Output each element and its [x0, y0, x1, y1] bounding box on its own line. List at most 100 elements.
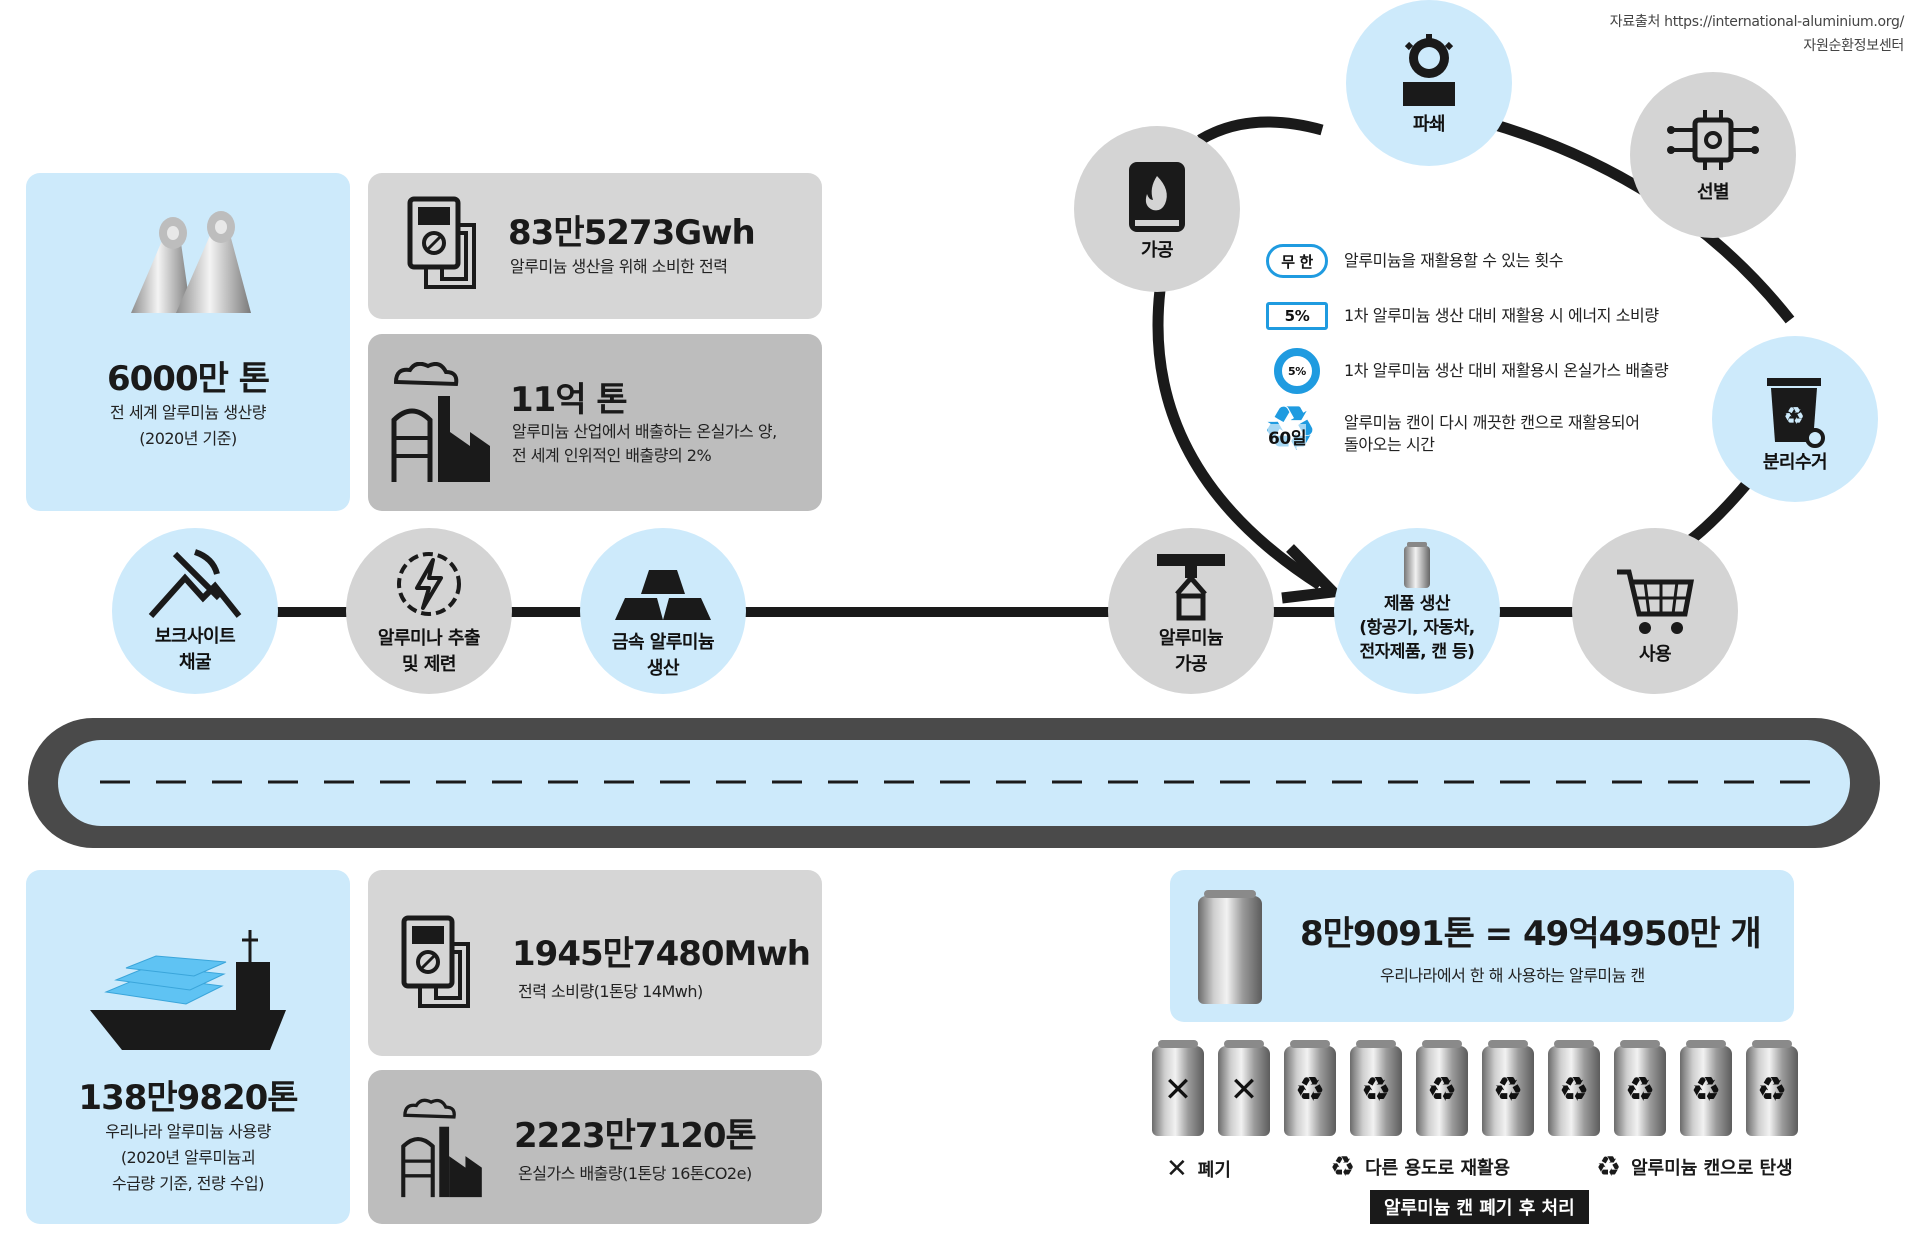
recycle-icon: ♻ — [1294, 1070, 1326, 1110]
world-power-panel: 83만5273Gwh 알루미늄 생산을 위해 소비한 전력 — [368, 173, 822, 319]
power-icon — [397, 552, 461, 616]
step-label: 알루미늄 가공 — [1158, 628, 1224, 675]
korea-ghg-caption: 온실가스 배출량(1톤당 16톤CO2e) — [518, 1164, 752, 1183]
can-image — [1198, 890, 1262, 1004]
svg-text:♻: ♻ — [1783, 402, 1805, 430]
can-stat-value: 8만9091톤 = 49억4950만 개 — [1300, 914, 1762, 954]
battery-badge: 5% — [1266, 302, 1328, 330]
korea-power-panel: 1945만7480Mwh 전력 소비량(1톤당 14Mwh) — [368, 870, 822, 1056]
legend-text: 알루미늄 캔이 다시 깨끗한 캔으로 재활용되어 돌아오는 시간 — [1344, 413, 1640, 454]
recycled-can: ♻ — [1548, 1040, 1600, 1136]
legend-60days: ♻ 60일 알루미늄 캔이 다시 깨끗한 캔으로 재활용되어 돌아오는 시간 — [1262, 394, 1640, 464]
korea-power-value: 1945만7480Mwh — [512, 934, 811, 974]
can-legend-text: 폐기 — [1197, 1160, 1231, 1181]
korea-ghg-panel: 2223만7120톤 온실가스 배출량(1톤당 16톤CO2e) — [368, 1070, 822, 1224]
recycle-icon: ♻ — [1492, 1070, 1524, 1110]
recycle-icon: ♻ — [1596, 1150, 1622, 1183]
factory-icon — [391, 362, 490, 482]
power-meter-icon — [407, 196, 476, 289]
world-production-value: 6000만 톤 — [106, 359, 270, 399]
discarded-can: ✕ — [1218, 1040, 1270, 1136]
korea-ghg-value: 2223만7120톤 — [514, 1116, 757, 1156]
source-note: 자료출처 https://international-aluminium.org… — [1610, 10, 1905, 58]
step-product-manufacturing: 제품 생산 (항공기, 자동차, 전자제품, 캔 등) — [1334, 528, 1500, 694]
world-ghg-value: 11억 톤 — [510, 380, 628, 420]
cycle-processing: 가공 — [1074, 126, 1240, 292]
infinity-badge: 무 한 — [1266, 244, 1328, 278]
cycle-label: 가공 — [1140, 240, 1174, 261]
power-meter-icon — [401, 915, 470, 1008]
cycle-label: 선별 — [1696, 182, 1730, 203]
recycled-can: ♻ — [1614, 1040, 1666, 1136]
step-use: 사용 — [1572, 528, 1738, 694]
cycle-separate-collection: ♻ 분리수거 — [1712, 336, 1878, 502]
cycle-sorting: 선별 — [1630, 72, 1796, 238]
recycled-can: ♻ — [1350, 1040, 1402, 1136]
x-mark-icon: ✕ — [1163, 1070, 1193, 1110]
world-production-panel: 6000만 톤 전 세계 알루미늄 생산량 (2020년 기준) — [26, 173, 350, 511]
step-label: 제품 생산 (항공기, 자동차, 전자제품, 캔 등) — [1359, 594, 1475, 662]
can-stat-caption: 우리나라에서 한 해 사용하는 알루미늄 캔 — [1380, 966, 1645, 985]
korea-usage-caption-basis: (2020년 알루미늄괴 — [120, 1148, 256, 1167]
ingot-icon — [615, 570, 711, 620]
can-legend-discard: ✕ 폐기 — [1166, 1154, 1231, 1184]
recycle-icon: ♻ — [1426, 1070, 1458, 1110]
korea-usage-panel: 138만9820톤 우리나라 알루미늄 사용량 (2020년 알루미늄괴 수급량… — [26, 870, 350, 1224]
recycle-icon: ♻ — [1558, 1070, 1590, 1110]
donut-badge: 5% — [1266, 348, 1328, 394]
aluminium-roll-icon — [131, 211, 251, 313]
korea-usage-value: 138만9820톤 — [78, 1078, 298, 1118]
legend-infinite: 무 한 알루미늄을 재활용할 수 있는 횟수 — [1266, 244, 1564, 278]
source-org: 자원순환정보센터 — [1803, 38, 1904, 54]
shredder-icon — [1403, 34, 1455, 106]
world-power-value: 83만5273Gwh — [508, 213, 756, 253]
legend-energy: 5% 1차 알루미늄 생산 대비 재활용 시 에너지 소비량 — [1266, 302, 1659, 330]
recycle-icon: ♻ — [1756, 1070, 1788, 1110]
step-label: 보크사이트 채굴 — [154, 626, 236, 673]
recycled-can: ♻ — [1482, 1040, 1534, 1136]
korea-power-caption: 전력 소비량(1톤당 14Mwh) — [518, 982, 703, 1001]
step-aluminium-processing: 알루미늄 가공 — [1108, 528, 1274, 694]
recycled-can: ♻ — [1680, 1040, 1732, 1136]
can-legend-other-recycle: ♻ 다른 용도로 재활용 — [1330, 1150, 1510, 1183]
can-legend-text: 알루미늄 캔으로 탄생 — [1631, 1157, 1793, 1179]
cycle-label: 파쇄 — [1412, 114, 1446, 135]
step-label: 사용 — [1638, 644, 1672, 665]
step-bauxite-mining: 보크사이트 채굴 — [112, 528, 278, 694]
legend-text: 1차 알루미늄 생산 대비 재활용 시 에너지 소비량 — [1344, 306, 1659, 325]
recycle-icon: ♻ — [1690, 1070, 1722, 1110]
can-disposal-title: 알루미늄 캔 폐기 후 처리 — [1370, 1190, 1589, 1224]
furnace-icon — [1129, 162, 1185, 232]
cart-icon — [1617, 569, 1695, 634]
cargo-ship-icon — [90, 930, 286, 1050]
recycle-bin-icon: ♻ — [1767, 378, 1825, 448]
world-ghg-caption-share: 전 세계 인위적인 배출량의 2% — [512, 446, 712, 465]
x-mark-icon: ✕ — [1166, 1154, 1188, 1184]
can-usage-panel: 8만9091톤 = 49억4950만 개 우리나라에서 한 해 사용하는 알루미… — [1170, 870, 1794, 1022]
recycle-60-badge: ♻ 60일 — [1262, 394, 1328, 464]
recycle-icon: ♻ — [1624, 1070, 1656, 1110]
step-label: 금속 알루미늄 생산 — [611, 632, 715, 679]
step-metal-production: 금속 알루미늄 생산 — [580, 528, 746, 694]
can-legend-new-can: ♻ 알루미늄 캔으로 탄생 — [1596, 1150, 1793, 1183]
crane-icon — [1157, 554, 1225, 621]
legend-text: 알루미늄을 재활용할 수 있는 횟수 — [1344, 251, 1564, 270]
can-legend-text: 다른 용도로 재활용 — [1365, 1157, 1511, 1179]
recycled-can: ♻ — [1416, 1040, 1468, 1136]
legend-text: 1차 알루미늄 생산 대비 재활용시 온실가스 배출량 — [1344, 361, 1669, 380]
discarded-can: ✕ — [1152, 1040, 1204, 1136]
recycle-icon: ♻ — [1330, 1150, 1356, 1183]
sorting-icon — [1667, 110, 1759, 170]
world-production-caption-year: (2020년 기준) — [139, 429, 237, 448]
mining-icon — [148, 549, 242, 619]
recycled-can: ♻ — [1284, 1040, 1336, 1136]
korea-usage-caption: 우리나라 알루미늄 사용량 — [105, 1122, 271, 1141]
factory-icon — [401, 1098, 482, 1198]
recycle-icon: ♻ — [1360, 1070, 1392, 1110]
step-label: 알루미나 추출 및 제련 — [377, 628, 481, 675]
world-ghg-panel: 11억 톤 알루미늄 산업에서 배출하는 온실가스 양, 전 세계 인위적인 배… — [368, 334, 822, 511]
world-power-caption: 알루미늄 생산을 위해 소비한 전력 — [510, 257, 728, 276]
x-mark-icon: ✕ — [1229, 1070, 1259, 1110]
world-production-caption: 전 세계 알루미늄 생산량 — [110, 403, 266, 422]
